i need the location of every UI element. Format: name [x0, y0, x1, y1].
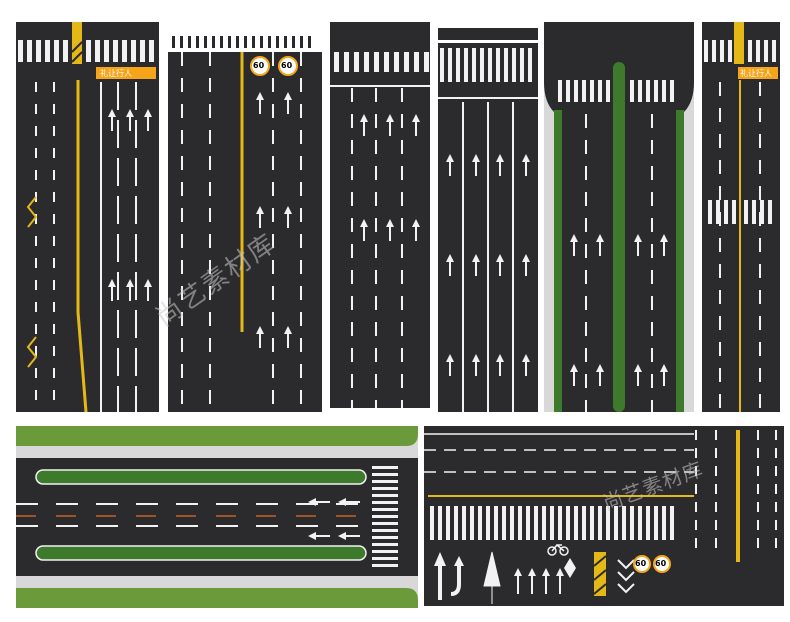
road-panel-6-drawing [704, 22, 778, 412]
road-panel-7-drawing [16, 426, 418, 608]
center-median [613, 62, 625, 412]
chevron-icon [483, 551, 501, 604]
speed-limit-value-3: 60 [635, 559, 647, 568]
road-panel-2-drawing [168, 22, 322, 412]
speed-limit-sign-icon [633, 555, 651, 573]
road-panel-5-drawing [544, 62, 694, 412]
speed-limit-value: 60 [253, 61, 265, 70]
road-panel-6: 礼让行人 [702, 22, 780, 412]
road-panel-1: 礼让行人 [16, 22, 159, 412]
hatch-zone-icon [72, 22, 82, 64]
straight-arrow-icon [434, 552, 446, 600]
yield-sign-bg [96, 67, 156, 79]
road-panel-8-drawing [424, 430, 777, 604]
u-turn-arrow-icon [451, 556, 464, 596]
marking-catalog [434, 551, 576, 604]
chevron-icon [617, 559, 635, 594]
speed-limit-value-2: 60 [281, 61, 293, 70]
road-panel-3-drawing [330, 52, 430, 408]
speed-limit-sign-icon [653, 555, 671, 573]
yellow-center-line [76, 80, 88, 412]
road-panel-4 [438, 22, 538, 412]
bicycle-icon [547, 543, 569, 556]
speed-limit-sign-icon [250, 56, 270, 76]
lane-lines [35, 82, 137, 412]
speed-limit-value-4: 60 [655, 559, 667, 568]
road-panel-5 [544, 22, 694, 412]
zigzag-marking [26, 196, 38, 228]
lane-arrows [108, 109, 152, 301]
road-panel-4-drawing [438, 22, 538, 412]
crosswalk [18, 40, 154, 62]
median-strip [554, 110, 562, 412]
road-panel-7 [16, 426, 418, 608]
road-panel-1-drawing [18, 22, 156, 412]
road-panel-8: 60 60 [424, 426, 784, 606]
road-panel-2: 60 60 [168, 22, 322, 412]
yield-pedestrian-sign: 礼让行人 [100, 69, 132, 78]
diamond-warning-icon [564, 558, 576, 578]
speed-limit-sign-icon [278, 56, 298, 76]
yield-pedestrian-sign-2: 礼让行人 [740, 69, 772, 78]
road-panel-3 [330, 22, 430, 408]
